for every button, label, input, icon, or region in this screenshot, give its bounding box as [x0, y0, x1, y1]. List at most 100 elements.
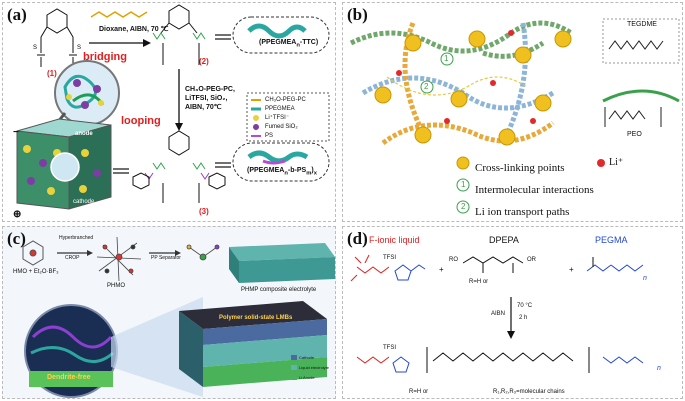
- marker-1-num: 1: [444, 54, 449, 63]
- polymer-strand: [482, 40, 545, 59]
- li-ion: [66, 94, 72, 100]
- legend-num-2: 2: [461, 202, 466, 211]
- slab-top: [229, 243, 335, 261]
- polymer-1-text-b: -TTC): [299, 39, 319, 46]
- imidazolium-ring: [394, 264, 426, 281]
- panel-b-legend: Cross-linking points Intermolecular inte…: [475, 157, 594, 221]
- polymer-chain-icon: [247, 23, 307, 39]
- sio2-particle: [81, 101, 89, 109]
- bottom-r-def: R=H or: [409, 389, 429, 395]
- pp-label: PP Separator: [151, 255, 181, 261]
- n-product-label: n: [657, 365, 661, 372]
- bridging-chain: [63, 74, 97, 109]
- legend-label: Fumed SiO₂: [265, 124, 298, 130]
- legend-marker-2-icon: [456, 200, 470, 214]
- legend-label: Liquid electrolyte: [299, 365, 330, 370]
- panel-c-tag: (c): [7, 229, 26, 248]
- product-peg-tail: [602, 356, 644, 364]
- polymer-2-sub: x: [313, 170, 317, 177]
- legend-swatch-litfsi: [253, 115, 259, 121]
- hmo-label: HMO + Et₂O·BF₃: [13, 269, 59, 275]
- lmb-label: Polymer solid-state LMBs: [219, 315, 293, 321]
- panel-c: (c): [2, 226, 336, 399]
- phmo-label: PHMO: [107, 283, 125, 289]
- raft-agent-structure: [37, 8, 77, 67]
- bottom-r-chains: R₁,R₂,R₃=molecular chains: [493, 389, 565, 395]
- legend-marker-1-icon: [456, 178, 470, 192]
- li-ions: [396, 30, 536, 124]
- anode-label: anode: [75, 131, 93, 137]
- tfsi-label: TFSI: [383, 255, 396, 261]
- compound-3-structure: [132, 130, 226, 203]
- battery-top: [179, 301, 327, 329]
- s-atom: S: [33, 45, 37, 51]
- plus-2: +: [569, 265, 574, 274]
- legend-label: CH₃O-PEG-PC: [265, 97, 306, 103]
- polymer-strand: [500, 22, 528, 145]
- tfsi-product-label: TFSI: [383, 345, 396, 351]
- r-definition: R=H or: [469, 279, 489, 285]
- dendrite-label: Dendrite-free: [47, 374, 91, 381]
- product-imidazolium: [392, 356, 410, 373]
- panel-b-tag: (b): [347, 5, 368, 24]
- polymer-2-label: (PPEGMEAn-b-PSm)x: [247, 167, 317, 176]
- polymer-chain: [30, 346, 114, 363]
- legend-label: Cathode: [299, 355, 315, 360]
- marker-1: [440, 52, 454, 66]
- polymer-strand: [381, 120, 555, 146]
- tegdme-label: TEGDME: [627, 21, 657, 28]
- reaction-arrow-head: [143, 39, 151, 47]
- sio2-particle: [93, 85, 101, 93]
- legend-label: Cross-linking points: [475, 162, 565, 174]
- minus-terminal: ⊕: [13, 209, 21, 220]
- phmo-molecule: [96, 236, 142, 282]
- product-f-tail: [356, 356, 390, 364]
- arrow-head: [175, 250, 181, 256]
- peo-chain: [602, 89, 680, 103]
- sio2-particle: [73, 79, 81, 87]
- battery-legend: Cathode Liquid electrolyte Li Anode: [299, 353, 329, 383]
- title-pegma: PEGMA: [595, 235, 628, 245]
- reagent-line: CH₃O-PEG-PC,: [185, 86, 235, 93]
- reagents-top: Dioxane, AIBN, 70 ℃: [99, 26, 169, 33]
- arrow-head: [87, 250, 93, 256]
- title-dpepa: DPEPA: [489, 235, 519, 245]
- cross-linking-points: [374, 30, 572, 146]
- crop-label: CROP: [65, 255, 80, 261]
- title-f-ionic: F-ionic liquid: [369, 235, 420, 245]
- plus-1: +: [439, 265, 444, 274]
- dpepa-structure: [462, 256, 524, 273]
- legend-swatch-sio2: [253, 124, 259, 130]
- n-label: n: [643, 275, 647, 282]
- condition-temp: 70 °C: [517, 303, 533, 309]
- bridging-label: bridging: [83, 51, 127, 63]
- legend-cathode-swatch: [291, 355, 297, 360]
- reagent-line: AIBN, 70℃: [185, 104, 222, 111]
- panel-d-diagram: [350, 254, 644, 373]
- polymer-strand: [349, 20, 573, 54]
- or-label: OR: [527, 257, 536, 263]
- legend-labels: CH₃O-PEG-PC PPEGMEA Li⁺TFSI⁻ Fumed SiO₂ …: [265, 96, 306, 141]
- li-anode-layer: [29, 371, 113, 387]
- polymer-2-text-c: ): [311, 167, 314, 174]
- compound-3-label: (3): [199, 207, 209, 216]
- cell-particles: [23, 145, 101, 195]
- hmo-molecule: [22, 240, 44, 266]
- compound-2-label: (2): [199, 57, 209, 66]
- pegma-structure: [586, 257, 644, 272]
- compound-2-structure: [152, 4, 206, 65]
- battery-side: [179, 311, 203, 387]
- condition-time: 2 h: [519, 315, 528, 321]
- reagent-line: LiTFSI, SiO₂,: [185, 95, 228, 102]
- compound-1-label: (1): [47, 69, 57, 78]
- panel-a: (a) S S: [2, 2, 336, 222]
- legend-label: Intermolecular interactions: [475, 184, 594, 196]
- polymer-1-label: (PPEGMEAn-TTC): [259, 39, 318, 48]
- li-transport-path: [386, 76, 528, 96]
- tegdme-box: [602, 18, 680, 64]
- panel-a-tag: (a): [7, 5, 27, 24]
- panel-c-diagram: [22, 236, 335, 398]
- ps-block-icon: [262, 159, 286, 165]
- reagents-mid: CH₃O-PEG-PC, LiTFSI, SiO₂, AIBN, 70℃: [185, 85, 235, 112]
- peo-label: PEO: [627, 131, 642, 138]
